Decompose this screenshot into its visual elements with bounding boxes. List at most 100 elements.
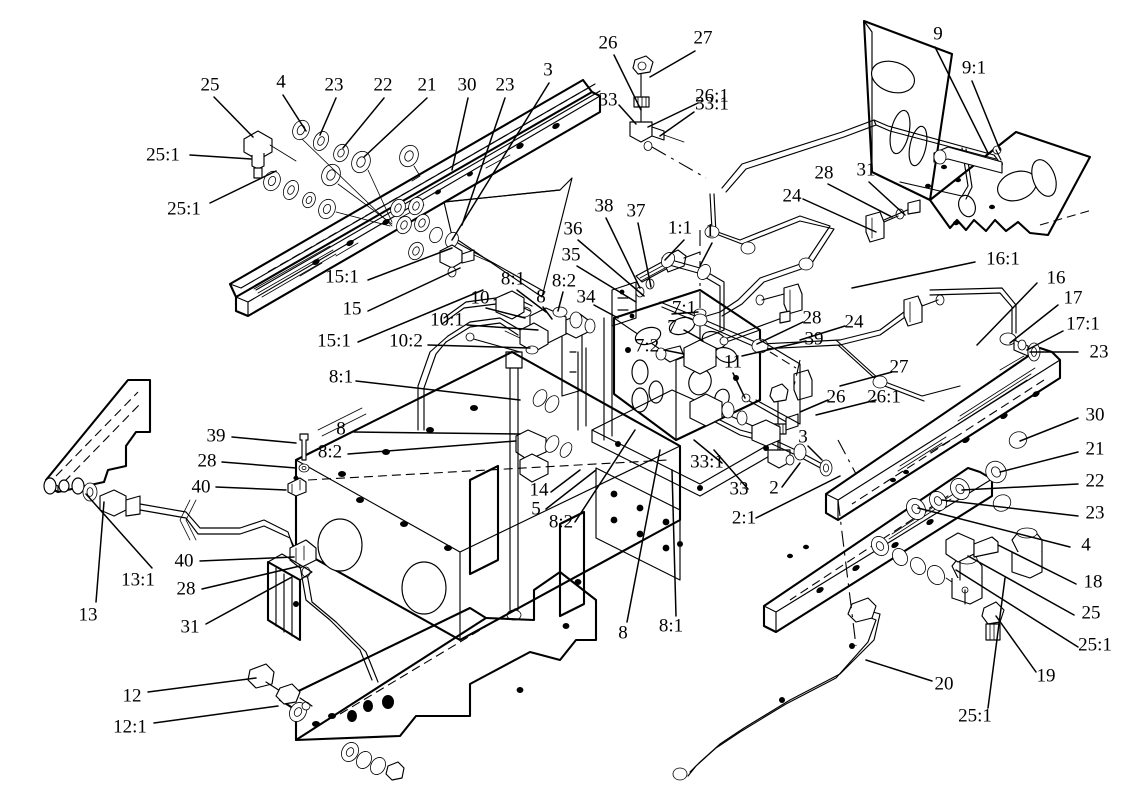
- callout-22[interactable]: 22: [373, 74, 393, 96]
- callout-22[interactable]: 22: [1085, 470, 1105, 492]
- callout-10-1[interactable]: 10:1: [430, 309, 464, 331]
- callout-11[interactable]: 11: [723, 351, 743, 373]
- callout-8[interactable]: 8: [336, 418, 346, 440]
- callout-4[interactable]: 4: [1081, 534, 1091, 556]
- callout-31[interactable]: 31: [856, 159, 876, 181]
- callout-15-1[interactable]: 15:1: [325, 266, 359, 288]
- callout-24[interactable]: 24: [782, 185, 802, 207]
- callout-15-1[interactable]: 15:1: [317, 330, 351, 352]
- callout-33[interactable]: 33: [598, 89, 618, 111]
- callout-10[interactable]: 10: [470, 287, 490, 309]
- upper-left-mount-plate: [443, 177, 573, 298]
- callout-16[interactable]: 16: [1046, 267, 1066, 289]
- callout-13-1[interactable]: 13:1: [121, 569, 155, 591]
- callout-5[interactable]: 5: [531, 498, 541, 520]
- callout-34[interactable]: 34: [576, 286, 596, 308]
- leader-line: [756, 321, 804, 345]
- callout-28[interactable]: 28: [197, 450, 217, 472]
- callout-19[interactable]: 19: [1036, 665, 1056, 687]
- callout-28[interactable]: 28: [802, 307, 822, 329]
- callout-15[interactable]: 15: [342, 298, 362, 320]
- callout-18[interactable]: 18: [1083, 571, 1103, 593]
- callout-8-1[interactable]: 8:1: [328, 366, 354, 388]
- callout-38[interactable]: 38: [594, 195, 614, 217]
- callout-1[interactable]: 1: [705, 220, 715, 242]
- callout-26[interactable]: 26: [598, 32, 618, 54]
- callout-25[interactable]: 25: [1081, 602, 1101, 624]
- callout-28[interactable]: 28: [814, 162, 834, 184]
- callout-23[interactable]: 23: [495, 74, 515, 96]
- callout-33-1[interactable]: 33:1: [695, 93, 729, 115]
- leader-line: [827, 183, 893, 218]
- leader-line: [355, 380, 521, 401]
- leader-line: [542, 306, 553, 320]
- callout-3[interactable]: 3: [543, 59, 553, 81]
- callout-40[interactable]: 40: [174, 550, 194, 572]
- callout-26[interactable]: 26: [826, 386, 846, 408]
- callout-25-1[interactable]: 25:1: [167, 198, 201, 220]
- callout-25-1[interactable]: 25:1: [146, 144, 180, 166]
- leader-line: [649, 50, 696, 78]
- callout-25[interactable]: 25: [200, 74, 220, 96]
- callout-26-1[interactable]: 26:1: [867, 386, 901, 408]
- callout-28[interactable]: 28: [176, 578, 196, 600]
- callout-9[interactable]: 9: [933, 23, 943, 45]
- callout-1-1[interactable]: 1:1: [667, 217, 693, 239]
- callout-25-1[interactable]: 25:1: [958, 705, 992, 727]
- callout-17-1[interactable]: 17:1: [1066, 313, 1100, 335]
- callout-39[interactable]: 39: [206, 425, 226, 447]
- callout-7-1[interactable]: 7:1: [671, 297, 697, 319]
- callout-16-1[interactable]: 16:1: [986, 248, 1020, 270]
- callout-9-1[interactable]: 9:1: [961, 57, 987, 79]
- callout-20[interactable]: 20: [934, 673, 954, 695]
- clamp-assembly-31: [266, 539, 317, 642]
- callout-8-2[interactable]: 8:2: [551, 270, 577, 292]
- leader-line: [367, 267, 461, 312]
- callout-23[interactable]: 23: [1085, 502, 1105, 524]
- leader-line: [683, 329, 703, 341]
- callout-31[interactable]: 31: [180, 616, 200, 638]
- leader-line: [342, 97, 385, 149]
- callout-27[interactable]: 27: [889, 356, 909, 378]
- callout-25-1[interactable]: 25:1: [1078, 634, 1112, 656]
- callout-12[interactable]: 12: [122, 685, 142, 707]
- callout-21[interactable]: 21: [417, 74, 437, 96]
- leader-line: [1009, 304, 1059, 344]
- callout-30[interactable]: 30: [457, 74, 477, 96]
- callout-7-2[interactable]: 7:2: [634, 335, 660, 357]
- callout-33[interactable]: 33: [729, 478, 749, 500]
- callout-4[interactable]: 4: [276, 71, 286, 93]
- callout-8-2[interactable]: 8:2: [548, 511, 574, 533]
- callout-14[interactable]: 14: [529, 479, 549, 501]
- callout-12-1[interactable]: 12:1: [113, 716, 147, 738]
- callout-30[interactable]: 30: [1085, 404, 1105, 426]
- callout-27[interactable]: 27: [693, 27, 713, 49]
- callout-7[interactable]: 7: [667, 316, 677, 338]
- callout-8-1[interactable]: 8:1: [658, 615, 684, 637]
- callout-8-1[interactable]: 8:1: [500, 268, 526, 290]
- callout-24[interactable]: 24: [844, 311, 864, 333]
- callout-8-2[interactable]: 8:2: [317, 441, 343, 463]
- callout-13[interactable]: 13: [78, 604, 98, 626]
- callout-10-2[interactable]: 10:2: [389, 330, 423, 352]
- callout-36[interactable]: 36: [563, 218, 583, 240]
- callout-8[interactable]: 8: [618, 622, 628, 644]
- callout-21[interactable]: 21: [1085, 438, 1105, 460]
- callout-23[interactable]: 23: [324, 74, 344, 96]
- callout-37[interactable]: 37: [626, 200, 646, 222]
- callout-39[interactable]: 39: [804, 328, 824, 350]
- callout-35[interactable]: 35: [561, 244, 581, 266]
- callout-8[interactable]: 8: [536, 286, 546, 308]
- callout-33-1[interactable]: 33:1: [690, 451, 724, 473]
- callout-40[interactable]: 40: [191, 476, 211, 498]
- callout-23[interactable]: 23: [1089, 341, 1109, 363]
- callout-3[interactable]: 3: [798, 426, 808, 448]
- hydraulic-tube-1: [661, 252, 725, 341]
- leader-line: [466, 324, 539, 331]
- callout-17[interactable]: 17: [1063, 287, 1083, 309]
- fastener-stack-upper-left: [243, 119, 493, 278]
- callout-2[interactable]: 2: [769, 477, 779, 499]
- leader-line: [618, 104, 637, 125]
- callout-26-1[interactable]: 26:1: [695, 85, 729, 107]
- callout-2-1[interactable]: 2:1: [731, 507, 757, 529]
